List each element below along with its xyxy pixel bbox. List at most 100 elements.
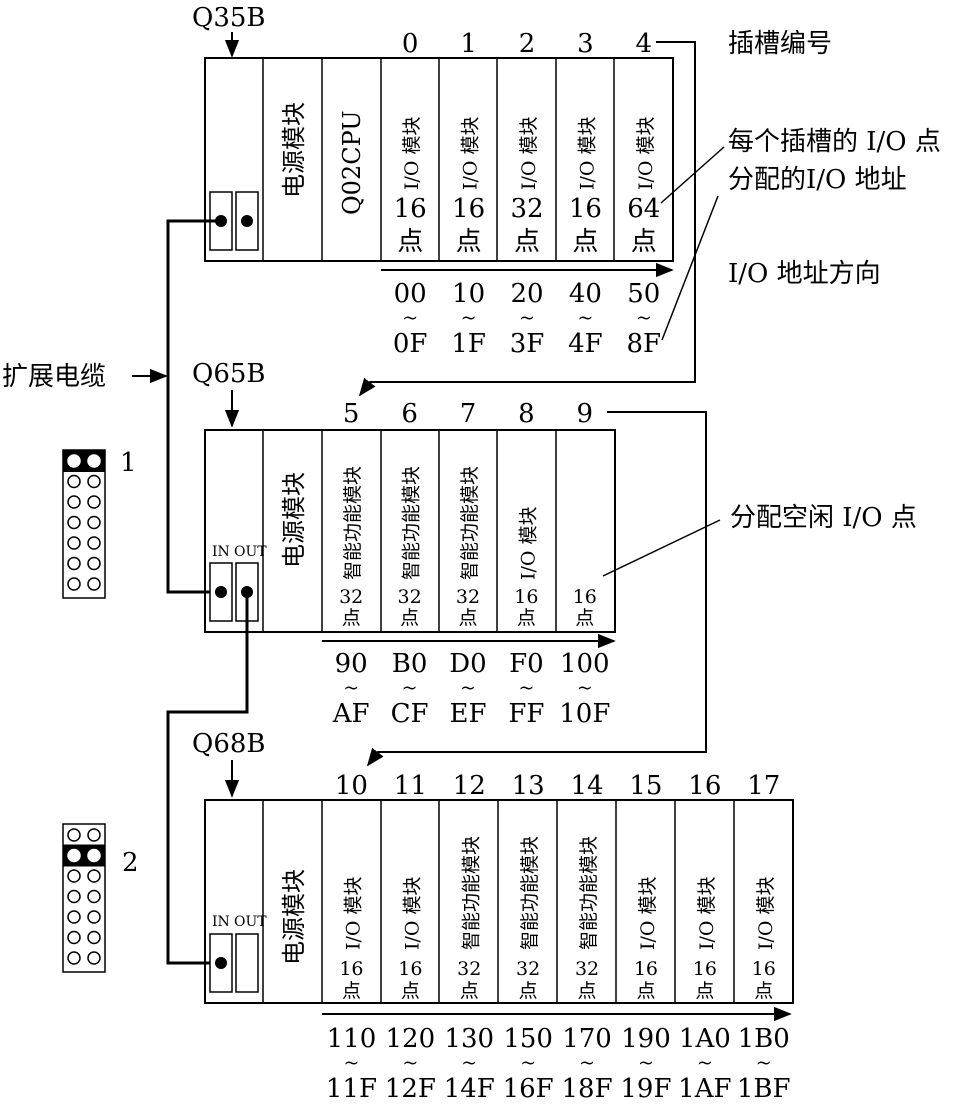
rack1-port-dot <box>241 215 253 227</box>
slot-points: 32 <box>339 586 363 608</box>
slot-number: 1 <box>460 29 477 59</box>
slot-address-start: 190 <box>621 1024 671 1054</box>
slot-address-end: 19F <box>620 1074 671 1104</box>
rack3-out-label: OUT <box>234 914 267 930</box>
switch-pin <box>87 910 101 924</box>
slot-module-label: I/O 模块 <box>696 876 718 950</box>
slot4-to-slot5-arrow <box>358 41 696 397</box>
switch-pin <box>87 495 101 509</box>
slot-address-start: B0 <box>392 649 428 679</box>
ext-cable-2 <box>166 592 249 965</box>
slot-points: 16 <box>634 958 658 980</box>
slot-number: 4 <box>636 29 653 59</box>
slot-module-label: 智能功能模块 <box>578 836 600 950</box>
slot-number: 6 <box>401 399 418 429</box>
slot-number: 3 <box>577 29 594 59</box>
slot-points-unit: 点 <box>572 227 598 257</box>
address-tilde: ~ <box>460 677 476 699</box>
slot-module-label: I/O 模块 <box>401 876 423 950</box>
address-tilde: ~ <box>518 677 534 699</box>
rack-q35b: 电源模块 Q02CPU <box>204 57 674 262</box>
slot-address-start: 100 <box>560 649 610 679</box>
slot-address-start: 50 <box>627 279 660 309</box>
slot-number-label: 插槽编号 <box>728 29 832 59</box>
slot-number: 5 <box>343 399 360 429</box>
slot-number: 11 <box>394 771 427 801</box>
slot-address-start: 110 <box>327 1024 377 1054</box>
address-tilde: ~ <box>343 1052 359 1074</box>
rack2-slots: 5智能功能模块32点90~AF6智能功能模块32点B0~CF7智能功能模块32点… <box>332 399 611 729</box>
slot-points-unit: 点 <box>517 607 536 629</box>
slot-points-unit: 点 <box>631 227 657 257</box>
address-tilde: ~ <box>402 307 418 329</box>
switch-pin <box>87 889 101 904</box>
slot-number: 14 <box>571 771 604 801</box>
slot-points: 16 <box>569 194 602 224</box>
slot-points: 32 <box>510 194 543 224</box>
slot-points: 64 <box>627 194 660 224</box>
rack3-frame <box>204 799 794 1004</box>
free-points-label: 分配空闲 I/O 点 <box>730 503 917 533</box>
slot-address-end: 3F <box>510 329 545 359</box>
slot-address-start: 20 <box>510 279 543 309</box>
slot-address-start: 170 <box>562 1024 612 1054</box>
rack1-power-label: 电源模块 <box>280 102 308 198</box>
switch-pin <box>67 848 81 863</box>
slot-module-label: 智能功能模块 <box>519 836 541 950</box>
slot-number: 15 <box>629 771 662 801</box>
address-tilde: ~ <box>697 1052 713 1074</box>
switch-pin <box>67 951 81 965</box>
slot-number: 17 <box>747 771 780 801</box>
leader-address <box>661 195 719 341</box>
leader-free-points <box>602 519 721 577</box>
slot-module-label: I/O 模块 <box>637 876 659 950</box>
slot-number: 2 <box>519 29 536 59</box>
address-tilde: ~ <box>402 1052 418 1074</box>
slot-points-unit: 点 <box>342 607 361 629</box>
address-tilde: ~ <box>636 307 652 329</box>
slot-module-label: I/O 模块 <box>635 116 657 190</box>
slot-points: 16 <box>693 958 717 980</box>
slot-points-unit: 点 <box>342 980 361 1002</box>
ext-cable-label: 扩展电缆 <box>2 362 106 392</box>
slot-address-end: AF <box>332 699 370 729</box>
slot-points: 32 <box>456 586 480 608</box>
slot-points-unit: 点 <box>456 227 482 257</box>
address-tilde: ~ <box>577 307 593 329</box>
slot-points-unit: 点 <box>575 607 594 629</box>
address-tilde: ~ <box>577 677 593 699</box>
rack2-in-label: IN <box>212 544 230 560</box>
address-tilde: ~ <box>461 307 477 329</box>
slot-points-unit: 点 <box>636 980 655 1002</box>
slot-address-end: 1BF <box>737 1074 791 1104</box>
slot-address-end: CF <box>391 699 429 729</box>
switch-pin <box>67 577 81 591</box>
switch-pin <box>87 536 101 550</box>
slot-module-label: 智能功能模块 <box>401 466 423 580</box>
slot-address-start: 90 <box>335 649 368 679</box>
points-per-slot-label: 每个插槽的 I/O 点 <box>728 127 941 157</box>
slot-address-end: FF <box>508 699 544 729</box>
stage-switch-1 <box>62 449 106 599</box>
address-tilde: ~ <box>519 307 535 329</box>
switch-pin <box>67 828 81 842</box>
rack3-connector-out <box>235 933 259 993</box>
slot-points: 32 <box>516 958 540 980</box>
ext-cable-1 <box>166 219 221 594</box>
switch-pin <box>87 515 101 530</box>
rack3-in-label: IN <box>212 914 230 930</box>
address-tilde: ~ <box>520 1052 536 1074</box>
address-tilde: ~ <box>343 677 359 699</box>
slot-address-end: 1AF <box>678 1074 731 1104</box>
slot-points: 16 <box>394 194 427 224</box>
slot-number: 10 <box>335 771 368 801</box>
slot-points: 32 <box>398 586 422 608</box>
slot-module-label: I/O 模块 <box>518 116 540 190</box>
slot-points-unit: 点 <box>397 227 423 257</box>
slot-address-start: 120 <box>386 1024 436 1054</box>
rack3-port-dot <box>215 957 227 969</box>
slot-points: 16 <box>752 958 776 980</box>
slot-address-end: 1F <box>451 329 486 359</box>
